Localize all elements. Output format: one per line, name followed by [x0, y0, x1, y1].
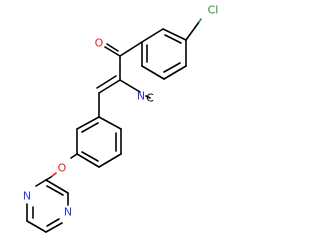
pyrimidine-ring [26, 179, 69, 233]
nitrile-carbon-label: C [146, 92, 154, 105]
pyrimidine-n3-label: N [64, 206, 72, 219]
ether-oxygen-label: O [58, 162, 67, 175]
ether-to-pyrimidine-bond [50, 172, 57, 178]
pyrimidine-n1-label: N [23, 190, 31, 203]
c-cl-bond [185, 21, 200, 41]
alkene-to-nitrile-bond [119, 79, 141, 93]
central-phenyl-ring [76, 116, 122, 168]
carbonyl-double-bond-a [104, 46, 121, 57]
ketone-oxygen-label: O [95, 37, 104, 50]
alkene-double-bond-b [96, 75, 117, 89]
nitrile-nitrogen-label: N [137, 90, 145, 103]
phenyl-to-ether-bond [70, 153, 78, 159]
carbonyl-to-ring-bond [119, 41, 143, 57]
chlorophenyl-ring [141, 28, 187, 80]
chlorine-label: Cl [208, 4, 219, 17]
c-cl-bond-label-side [198, 18, 202, 23]
carbonyl-double-bond-b [106, 43, 119, 52]
alkene-double-bond-a [98, 79, 121, 94]
ether-to-pyrimidine-bond-tail [45, 176, 52, 181]
nitrile-triple-bond-1 [145, 95, 151, 99]
molecule-structure: O Cl C N O N N [23, 4, 219, 233]
